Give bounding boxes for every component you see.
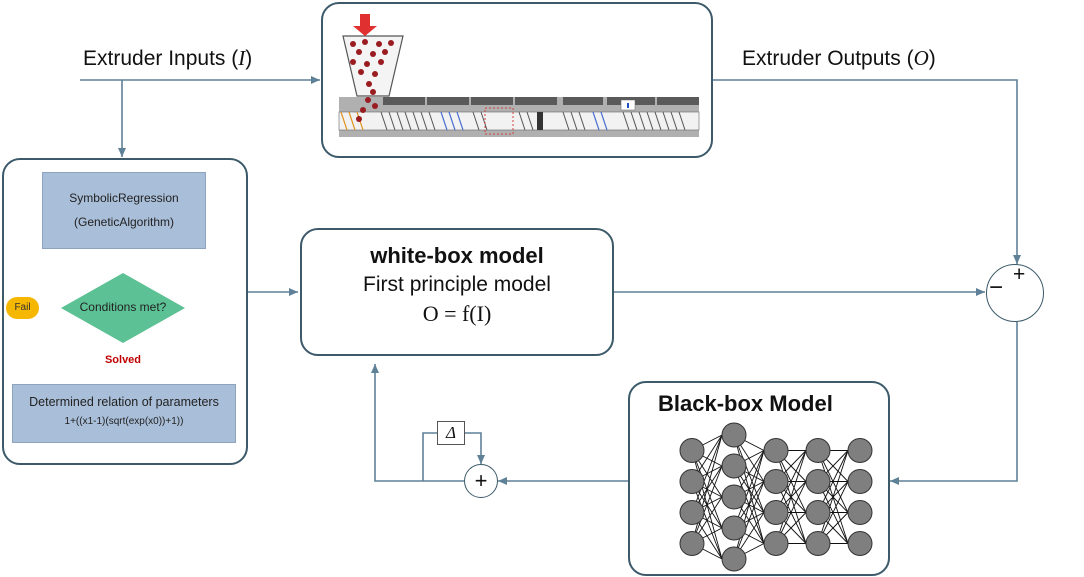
nn-neuron xyxy=(805,500,831,525)
decision-diamond xyxy=(61,273,185,343)
outputs-to-sum-arrow xyxy=(712,79,1021,264)
nn-connection xyxy=(817,450,849,544)
nn-neuron xyxy=(679,531,705,556)
decision-label: Conditions met? xyxy=(79,300,167,314)
white-box-model: white-box model First principle model O … xyxy=(300,228,614,356)
nn-neuron xyxy=(847,438,873,463)
result-box: Determined relation of parameters 1+((x1… xyxy=(12,384,236,443)
black-box-title: Black-box Model xyxy=(658,391,833,416)
nn-neuron xyxy=(847,531,873,556)
delta-loop-out xyxy=(465,432,485,464)
summing-junction: − + xyxy=(986,263,1044,322)
nn-neuron xyxy=(679,500,705,525)
nn-neuron xyxy=(721,546,747,572)
nn-connection xyxy=(691,434,723,544)
nn-connection xyxy=(733,450,765,529)
nn-neuron xyxy=(721,422,747,448)
extruder-outputs-label: Extruder Outputs (O) xyxy=(742,46,936,70)
nn-neuron xyxy=(805,531,831,556)
sr-title-line2: (GeneticAlgorithm) xyxy=(73,215,175,229)
nn-neuron xyxy=(721,515,747,541)
adder-to-whitebox-arrow xyxy=(371,364,464,482)
nn-neuron xyxy=(805,438,831,463)
sum-to-blackbox-arrow xyxy=(890,322,1018,485)
white-box-equation: O = f(I) xyxy=(422,301,492,326)
nn-neuron xyxy=(679,469,705,494)
sum-plus-sign: + xyxy=(1013,263,1026,286)
nn-neuron xyxy=(763,531,789,556)
black-box-model: Black-box Model xyxy=(628,381,890,576)
solved-label: Solved xyxy=(104,354,142,366)
result-formula: 1+((x1-1)(sqrt(exp(x0))+1)) xyxy=(64,416,184,427)
sr-title-line1: SymbolicRegression xyxy=(69,191,179,205)
nn-neuron xyxy=(679,438,705,463)
delta-box: Δ xyxy=(437,421,465,445)
nn-neuron xyxy=(847,469,873,494)
nn-connection xyxy=(775,450,807,544)
result-title: Determined relation of parameters xyxy=(29,395,219,409)
nn-neuron xyxy=(763,500,789,525)
delta-loop-in xyxy=(422,432,437,481)
extruder-box xyxy=(321,2,713,158)
extruder-image xyxy=(338,14,700,137)
white-box-subtitle: First principle model xyxy=(363,273,551,296)
nn-connection xyxy=(733,450,765,560)
neural-network-diagram xyxy=(679,422,873,572)
nn-connection xyxy=(691,465,723,544)
nn-connection xyxy=(733,481,765,560)
extruder-inputs-label: Extruder Inputs (I) xyxy=(83,46,253,70)
nn-neuron xyxy=(763,469,789,494)
adder-circle: + xyxy=(464,464,498,498)
nn-neuron xyxy=(721,484,747,510)
white-box-title: white-box model xyxy=(370,243,544,268)
nn-neuron xyxy=(847,500,873,525)
sum-minus-sign: − xyxy=(989,274,1004,301)
nn-neuron xyxy=(805,469,831,494)
nn-neuron xyxy=(721,453,747,479)
nn-neuron xyxy=(763,438,789,463)
symbolic-regression-box: SymbolicRegression (GeneticAlgorithm) xyxy=(42,172,206,249)
nn-connection xyxy=(691,434,723,513)
fail-badge: Fail xyxy=(6,297,39,319)
